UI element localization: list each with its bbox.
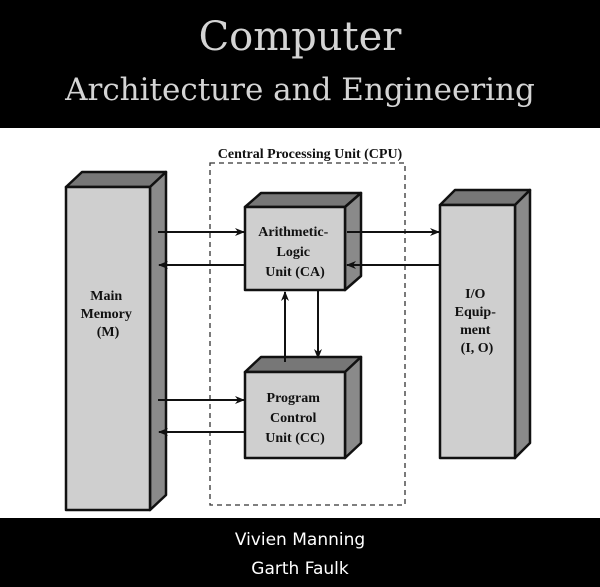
- main-memory-label: Main Memory (M): [81, 289, 136, 340]
- io-label: I/O Equip- ment (I, O): [455, 287, 500, 356]
- alu-label: Arithmetic- Logic Unit (CA): [258, 225, 331, 280]
- cpu-label: Central Processing Unit (CPU): [218, 147, 403, 162]
- io-equipment-block: [438, 188, 532, 460]
- cpu-boundary: [209, 162, 406, 506]
- pcu-label: Program Control Unit (CC): [265, 391, 325, 446]
- book-subtitle: Architecture and Engineering: [65, 72, 535, 108]
- program-control-unit-block: [243, 355, 363, 460]
- architecture-diagram: Central Processing Unit (CPU) Main Memor…: [64, 147, 532, 512]
- title-banner: Computer Architecture and Engineering: [0, 0, 600, 128]
- book-title: Computer: [198, 14, 402, 60]
- author-banner: Vivien Manning Garth Faulk: [0, 518, 600, 587]
- main-memory-block: [64, 170, 168, 512]
- author-name: Vivien Manning: [234, 530, 366, 550]
- author-name: Garth Faulk: [251, 559, 349, 579]
